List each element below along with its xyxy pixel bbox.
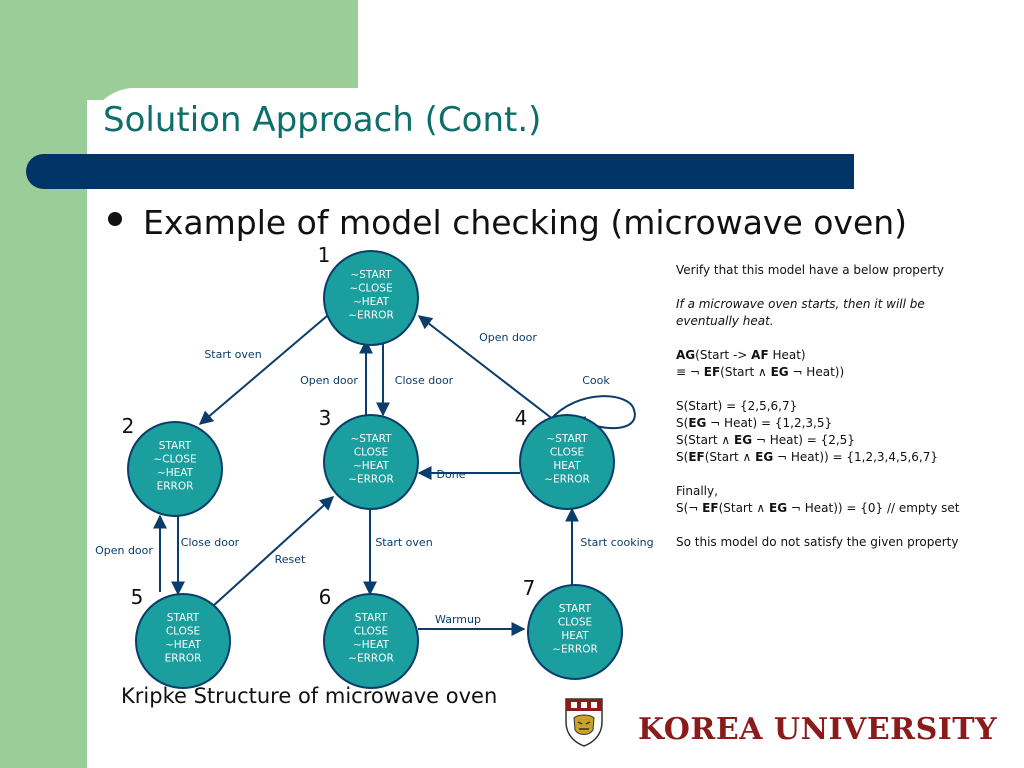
notes-s-ef: S(EF(Start ∧ EG ¬ Heat)) = {1,2,3,4,5,6,… <box>676 450 938 464</box>
state-proposition: ~ERROR <box>552 644 598 656</box>
state-proposition: ~HEAT <box>157 467 194 479</box>
notes-s-eg: S(EG ¬ Heat) = {1,2,3,5} <box>676 416 833 430</box>
state-proposition: START <box>559 603 592 615</box>
edge-label: Start oven <box>375 536 432 549</box>
state-node-4 <box>519 414 615 510</box>
edge-label: Open door <box>479 331 537 344</box>
state-node-2 <box>127 421 223 517</box>
state-node-7 <box>527 584 623 680</box>
edge-label: Start oven <box>204 348 261 361</box>
state-proposition: ~START <box>546 433 588 445</box>
state-proposition: CLOSE <box>550 447 584 459</box>
state-proposition: CLOSE <box>558 617 592 629</box>
diagram-caption: Kripke Structure of microwave oven <box>121 684 498 708</box>
edge-4-to-4 <box>549 395 636 430</box>
state-proposition: ~HEAT <box>165 639 202 651</box>
edge-label: Open door <box>300 374 358 387</box>
state-proposition: ~ERROR <box>348 310 394 322</box>
state-node-6 <box>323 593 419 689</box>
green-left-stripe <box>0 0 87 768</box>
state-number: 4 <box>515 406 528 430</box>
bullet-text: Example of model checking (microwave ove… <box>143 203 908 242</box>
state-proposition: CLOSE <box>354 447 388 459</box>
property-notes: Verify that this model have a below prop… <box>676 262 1006 551</box>
state-node-3 <box>323 414 419 510</box>
state-proposition: ~CLOSE <box>153 454 196 466</box>
state-node-1 <box>323 250 419 346</box>
state-proposition: ~ERROR <box>348 653 394 665</box>
university-name: KOREA UNIVERSITY <box>638 712 998 747</box>
slide-title: Solution Approach (Cont.) <box>103 100 542 140</box>
edge-label: Done <box>437 468 466 481</box>
bullet-dot <box>108 212 122 226</box>
state-number: 5 <box>131 585 144 609</box>
state-proposition: ~START <box>350 269 392 281</box>
notes-s-not: S(¬ EF(Start ∧ EG ¬ Heat)) = {0} // empt… <box>676 501 960 515</box>
state-proposition: START <box>355 612 388 624</box>
state-proposition: ~CLOSE <box>349 283 392 295</box>
state-proposition: HEAT <box>553 460 581 472</box>
state-proposition: START <box>167 612 200 624</box>
state-proposition: HEAT <box>561 630 589 642</box>
state-number: 7 <box>523 576 536 600</box>
state-number: 1 <box>318 243 331 267</box>
notes-s-start: S(Start) = {2,5,6,7} <box>676 399 798 413</box>
notes-conclusion: So this model do not satisfy the given p… <box>676 535 959 549</box>
edge-label: Close door <box>395 374 454 387</box>
state-number: 2 <box>122 414 135 438</box>
edge-1-to-2 <box>198 315 328 425</box>
state-proposition: ~ERROR <box>348 474 394 486</box>
state-proposition: ~START <box>350 433 392 445</box>
edge-label: Start cooking <box>580 536 653 549</box>
edge-label: Close door <box>181 536 240 549</box>
title-underline-bar <box>26 154 854 189</box>
state-number: 6 <box>319 585 332 609</box>
notes-finally: Finally, <box>676 484 718 498</box>
edge-label: Cook <box>582 374 610 387</box>
state-proposition: ~HEAT <box>353 460 390 472</box>
edge-label: Open door <box>95 544 153 557</box>
notes-verify: Verify that this model have a below prop… <box>676 263 945 277</box>
state-proposition: ERROR <box>157 481 194 493</box>
state-proposition: CLOSE <box>354 626 388 638</box>
notes-property-line-2: eventually heat. <box>676 314 774 328</box>
state-proposition: ERROR <box>165 653 202 665</box>
state-proposition: CLOSE <box>166 626 200 638</box>
state-node-5 <box>135 593 231 689</box>
notes-s-and: S(Start ∧ EG ¬ Heat) = {2,5} <box>676 433 855 447</box>
notes-formula: AG(Start -> AF Heat) <box>676 348 806 362</box>
edge-5-to-3 <box>212 496 335 607</box>
state-proposition: ~HEAT <box>353 639 390 651</box>
edge-label: Warmup <box>435 613 481 626</box>
korea-university-crest-icon <box>565 698 603 747</box>
notes-equivalence: ≡ ¬ EF(Start ∧ EG ¬ Heat)) <box>676 365 845 379</box>
edge-label: Reset <box>275 553 306 566</box>
edge-4-to-1 <box>417 315 555 421</box>
state-number: 3 <box>319 406 332 430</box>
notes-property-line-1: If a microwave oven starts, then it will… <box>676 297 925 311</box>
state-proposition: START <box>159 440 192 452</box>
state-proposition: ~ERROR <box>544 474 590 486</box>
state-proposition: ~HEAT <box>353 296 390 308</box>
